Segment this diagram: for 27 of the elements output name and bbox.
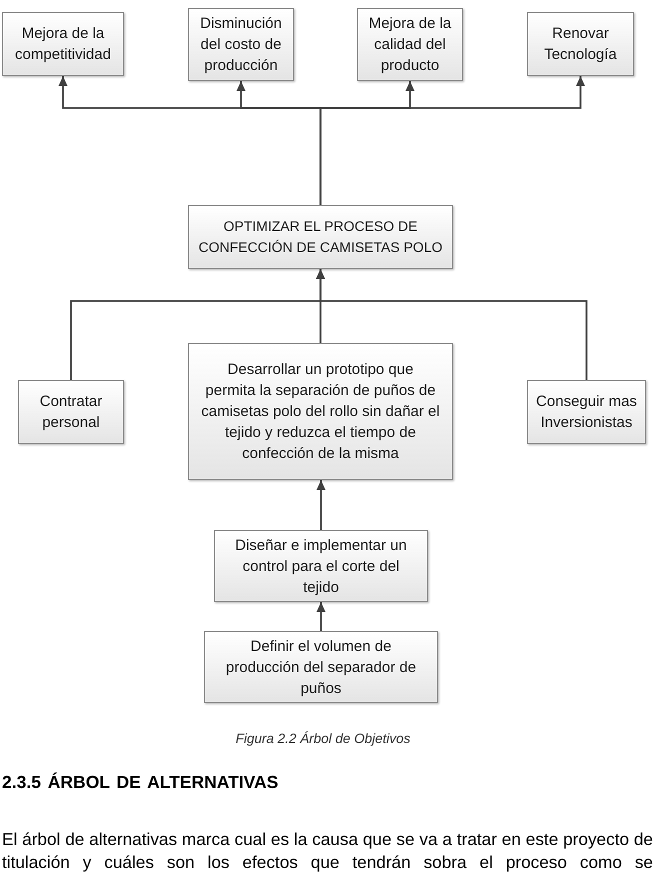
connector-arrow [320, 76, 585, 205]
means-box [214, 530, 428, 602]
box-text: Contratar personal [38, 392, 104, 433]
box-text: Mejora de la calidad del producto [368, 14, 452, 76]
central-objective-box [188, 205, 453, 269]
means-box [18, 380, 124, 444]
box-text: Definir el volumen de producción del separador de puños [224, 636, 418, 698]
effect-box [188, 8, 294, 81]
body-paragraph: El árbol de alternativas marca cual es la causa que se va a tratar en este proyecto de titulación y cuáles son los efectos que tendrán sobra el proceso como se [2, 828, 653, 874]
box-text: OPTIMIZAR EL PROCESO DE CONFECCIÓN DE CAMISETAS POLO [198, 217, 444, 257]
means-box [188, 343, 453, 480]
box-text: Renovar Tecnología [543, 24, 618, 65]
connector-arrow [316, 269, 588, 380]
box-text: Diseñar e implementar un control para el corte del tejido [234, 536, 408, 598]
figure-caption: Figura 2.2 Árbol de Objetivos [234, 730, 412, 748]
connector-arrow [316, 602, 326, 631]
effect-box [357, 8, 463, 81]
box-text: Desarrollar un prototipo que permita la separación de puños de camisetas polo del rollo sin dañar el tejido y reduzca el tiempo de confección de la misma [200, 360, 440, 464]
means-box [204, 631, 438, 703]
connector-arrow [316, 480, 326, 530]
section-heading: 2.3.5 ÁRBOL DE ALTERNATIVAS [2, 771, 278, 793]
effect-box [2, 12, 124, 76]
box-text: Disminución del costo de producción [199, 14, 283, 76]
means-box [527, 380, 646, 444]
box-text: Mejora de la competitividad [14, 24, 112, 65]
box-text: Conseguir mas Inversionistas [535, 392, 638, 433]
effect-box [527, 12, 634, 76]
